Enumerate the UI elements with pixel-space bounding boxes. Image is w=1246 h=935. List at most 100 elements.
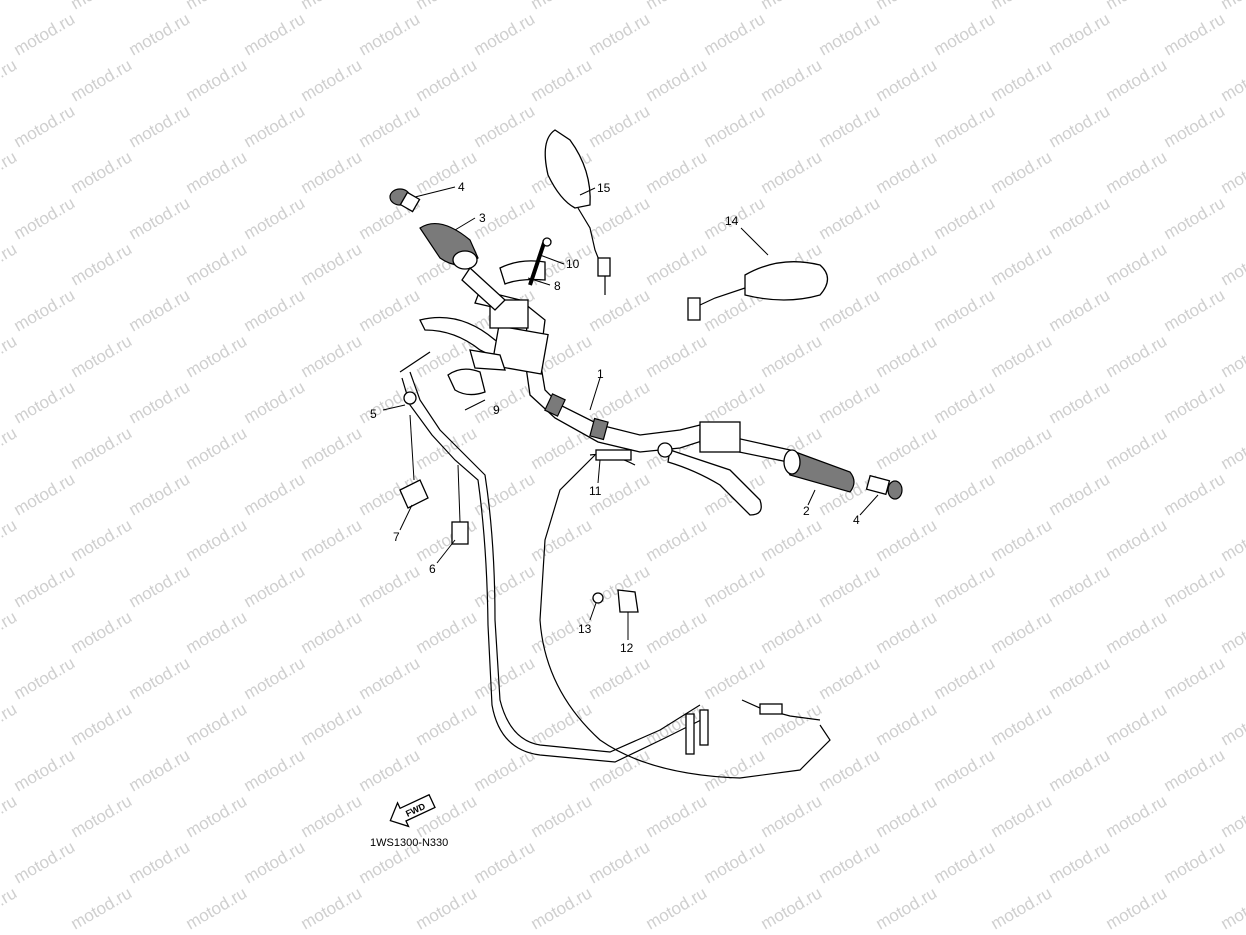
watermark-text: motod.ru — [241, 469, 309, 519]
watermark-text: motod.ru — [413, 607, 481, 657]
watermark-text: motod.ru — [816, 561, 884, 611]
callout-15: 15 — [597, 181, 611, 195]
watermark-text: motod.ru — [126, 9, 194, 59]
watermark-text: motod.ru — [528, 55, 596, 105]
watermark-text: motod.ru — [413, 699, 481, 749]
callout-4-right: 4 — [853, 513, 860, 527]
watermark-text: motod.ru — [701, 561, 769, 611]
watermark-text: motod.ru — [1218, 607, 1246, 657]
watermark-text: motod.ru — [1046, 101, 1114, 151]
watermark-text: motod.ru — [1046, 285, 1114, 335]
watermark-text: motod.ru — [0, 147, 20, 197]
watermark-text: motod.ru — [0, 883, 20, 933]
watermark-text: motod.ru — [816, 929, 884, 935]
watermark-text: motod.ru — [758, 0, 826, 13]
watermark-text: motod.ru — [988, 331, 1056, 381]
watermark-text: motod.ru — [816, 745, 884, 795]
watermark-text: motod.ru — [931, 745, 999, 795]
watermark-text: motod.ru — [183, 607, 251, 657]
watermark-text: motod.ru — [873, 147, 941, 197]
watermark-text: motod.ru — [356, 561, 424, 611]
watermark-text: motod.ru — [298, 55, 366, 105]
callout-14: 14 — [725, 214, 739, 228]
watermark-text: motod.ru — [1218, 883, 1246, 933]
watermark-text: motod.ru — [0, 423, 20, 473]
watermark-text: motod.ru — [356, 929, 424, 935]
watermark-text: motod.ru — [1103, 883, 1171, 933]
callout-6: 6 — [429, 562, 436, 576]
watermark-text: motod.ru — [1046, 653, 1114, 703]
handlebar-holder — [499, 237, 552, 286]
watermark-text: motod.ru — [11, 101, 79, 151]
watermark-text: motod.ru — [701, 9, 769, 59]
watermark-text: motod.ru — [586, 837, 654, 887]
watermark-text: motod.ru — [126, 285, 194, 335]
watermark-text: motod.ru — [126, 745, 194, 795]
watermark-text: motod.ru — [0, 607, 20, 657]
watermark-text: motod.ru — [701, 929, 769, 935]
watermark-text: motod.ru — [11, 745, 79, 795]
watermark-text: motod.ru — [68, 791, 136, 841]
callout-12: 12 — [620, 641, 634, 655]
watermark-text: motod.ru — [241, 9, 309, 59]
watermark-text: motod.ru — [988, 147, 1056, 197]
watermark-text: motod.ru — [1046, 469, 1114, 519]
watermark-text: motod.ru — [931, 653, 999, 703]
watermark-text: motod.ru — [68, 607, 136, 657]
watermark-text: motod.ru — [413, 883, 481, 933]
cable-guide — [399, 391, 639, 613]
watermark-text: motod.ru — [988, 0, 1056, 13]
watermark-text: motod.ru — [0, 239, 20, 289]
watermark-text: motod.ru — [68, 515, 136, 565]
watermark-text: motod.ru — [586, 9, 654, 59]
watermark-text: motod.ru — [298, 883, 366, 933]
watermark-text: motod.ru — [816, 101, 884, 151]
left-grip-end — [389, 188, 421, 213]
right-grip — [783, 449, 855, 493]
watermark-text: motod.ru — [528, 515, 596, 565]
watermark-text: motod.ru — [873, 0, 941, 13]
watermark-text: motod.ru — [11, 193, 79, 243]
watermark-text: motod.ru — [68, 0, 136, 13]
watermark-text: motod.ru — [68, 699, 136, 749]
watermark-text: motod.ru — [1103, 55, 1171, 105]
watermark-text: motod.ru — [1161, 101, 1229, 151]
watermark-text: motod.ru — [241, 193, 309, 243]
watermark-text: motod.ru — [1046, 193, 1114, 243]
watermark-text: motod.ru — [758, 147, 826, 197]
watermark-text: motod.ru — [873, 515, 941, 565]
left-lever-assembly — [419, 299, 549, 375]
watermark-text: motod.ru — [356, 285, 424, 335]
watermark-text: motod.ru — [643, 883, 711, 933]
watermark-text: motod.ru — [241, 285, 309, 335]
watermark-text: motod.ru — [183, 239, 251, 289]
cables — [399, 351, 831, 779]
callout-11: 11 — [589, 484, 602, 498]
watermark-text: motod.ru — [241, 653, 309, 703]
watermark-text: motod.ru — [471, 469, 539, 519]
left-mirror — [544, 129, 611, 295]
watermark-text: motod.ru — [183, 331, 251, 381]
watermark-text: motod.ru — [1218, 423, 1246, 473]
watermark-text: motod.ru — [471, 837, 539, 887]
watermark-text: motod.ru — [183, 791, 251, 841]
watermark-text: motod.ru — [471, 9, 539, 59]
watermark-text: motod.ru — [1103, 331, 1171, 381]
watermark-text: motod.ru — [988, 791, 1056, 841]
watermark-text: motod.ru — [528, 0, 596, 13]
watermark-text: motod.ru — [126, 837, 194, 887]
watermark-text: motod.ru — [1046, 929, 1114, 935]
callout-4-left: 4 — [458, 180, 465, 194]
watermark-text: motod.ru — [643, 515, 711, 565]
watermark-text: motod.ru — [1161, 285, 1229, 335]
watermark-text: motod.ru — [988, 607, 1056, 657]
watermark-text: motod.ru — [816, 837, 884, 887]
watermark-text: motod.ru — [873, 699, 941, 749]
watermark-text: motod.ru — [758, 515, 826, 565]
watermark-text: motod.ru — [183, 515, 251, 565]
watermark-text: motod.ru — [931, 561, 999, 611]
watermark-text: motod.ru — [183, 55, 251, 105]
watermark-text: motod.ru — [931, 837, 999, 887]
watermark-text: motod.ru — [758, 331, 826, 381]
